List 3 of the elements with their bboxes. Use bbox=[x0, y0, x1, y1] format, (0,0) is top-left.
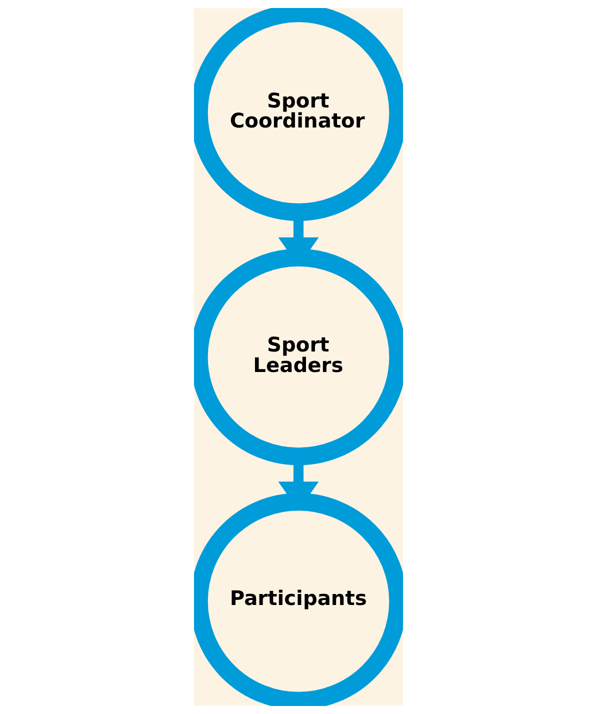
node-circle: Participants bbox=[194, 492, 403, 706]
node-circle: Sport Coordinator bbox=[194, 8, 403, 222]
node-circle: Sport Leaders bbox=[194, 248, 403, 466]
